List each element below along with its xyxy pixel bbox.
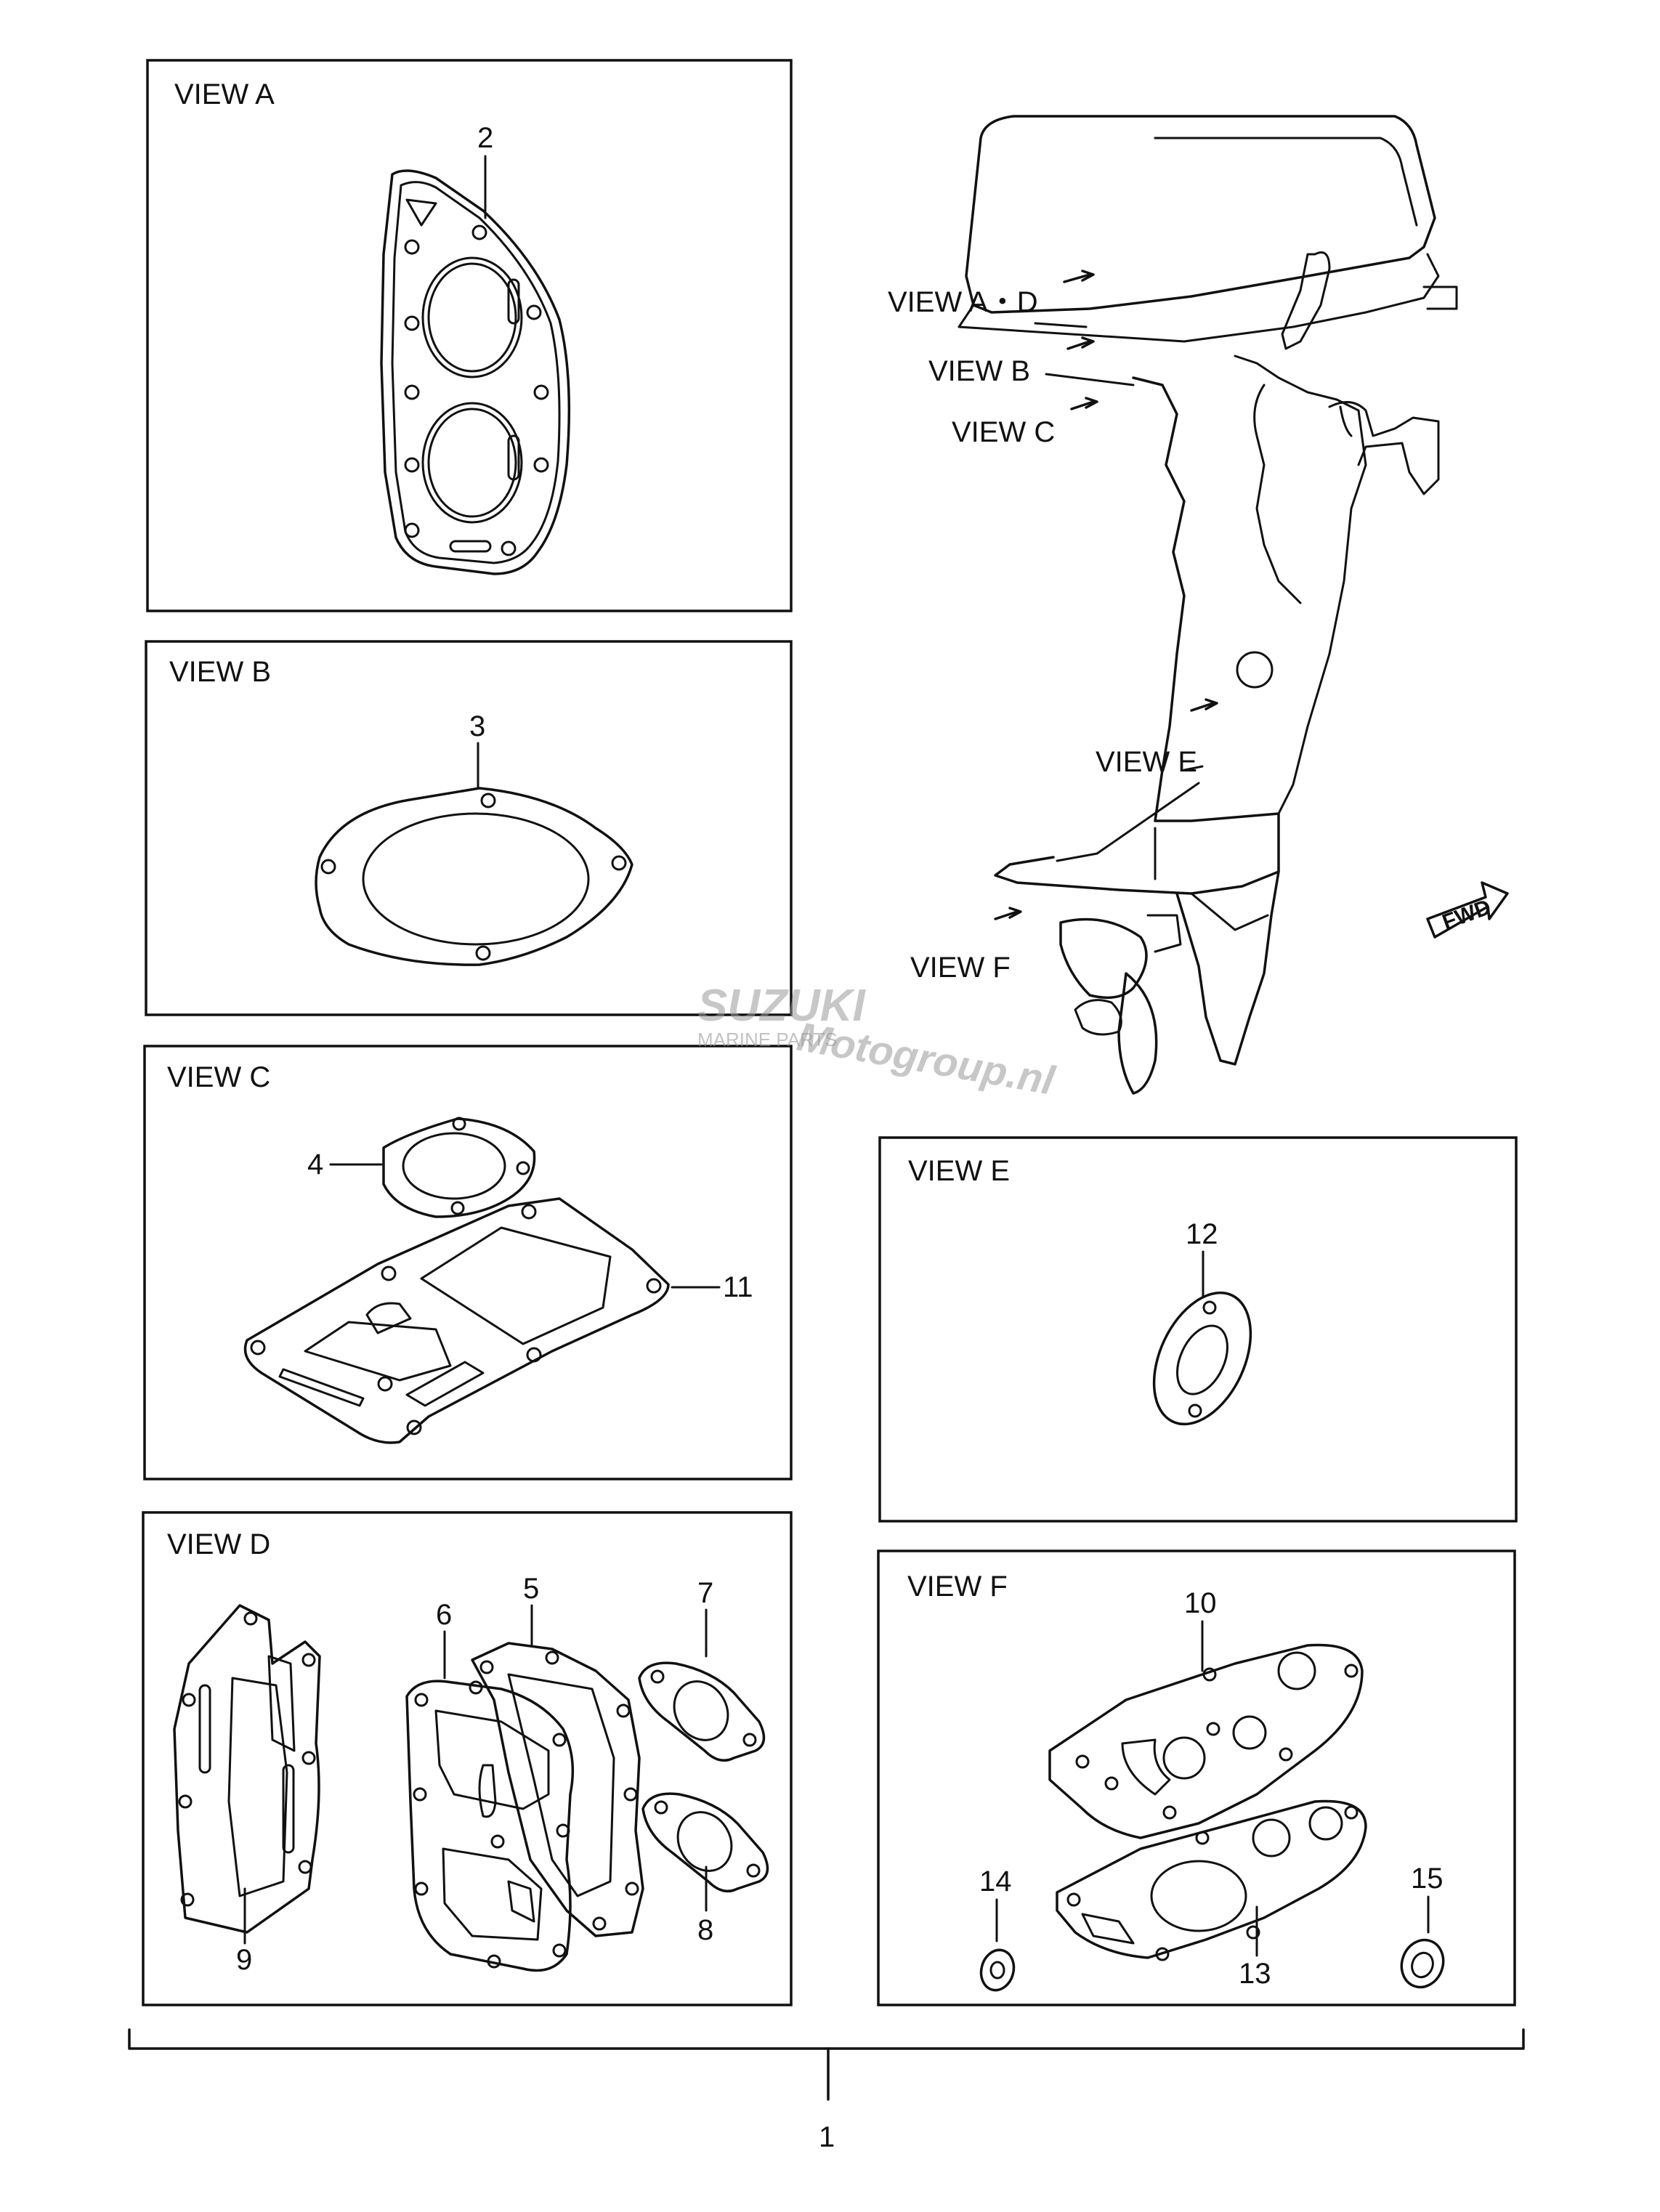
leader-view-ad <box>1034 322 1088 328</box>
arrow-view-ad <box>1063 270 1095 283</box>
seal-15 <box>1400 1938 1445 1989</box>
callout-3: 3 <box>469 710 485 742</box>
callout-13: 13 <box>1239 1958 1271 1990</box>
callout-14: 14 <box>979 1865 1012 1897</box>
arrow-view-f <box>994 907 1022 920</box>
pump-plate-gasket-10 <box>1048 1643 1364 1839</box>
view-c-frame <box>143 1045 793 1480</box>
callout-9: 9 <box>236 1944 252 1976</box>
washer-14 <box>979 1948 1016 1992</box>
view-c-title: VIEW C <box>167 1061 270 1093</box>
small-gasket-4 <box>382 1117 536 1218</box>
plate-gasket-5 <box>471 1642 644 1937</box>
engine-label-view-ad: VIEW A・D <box>888 286 1038 318</box>
view-b-panel: VIEW B 3 <box>145 640 793 1016</box>
outboard-engine <box>957 115 1458 1095</box>
fwd-direction-icon: FWD <box>1426 881 1509 939</box>
base-plate-gasket-11 <box>243 1197 670 1444</box>
arrow-view-e <box>1190 698 1218 712</box>
watermark-logo: SUZUKI MARINE PARTS Motogroup.nl <box>697 981 1058 1103</box>
view-f-title: VIEW F <box>907 1571 1008 1603</box>
view-b-frame <box>145 640 793 1016</box>
arrow-view-b <box>1066 336 1095 350</box>
view-e-frame <box>878 1136 1518 1523</box>
view-e-panel: VIEW E 12 <box>878 1136 1518 1523</box>
engine-label-view-b: VIEW B <box>928 355 1030 387</box>
engine-label-view-f: VIEW F <box>910 952 1011 984</box>
view-b-title: VIEW B <box>169 656 271 688</box>
flange-gasket-7 <box>638 1661 766 1762</box>
leader-view-e <box>1183 765 1204 771</box>
view-d-panel: VIEW D 6 5 7 8 9 <box>142 1511 793 2006</box>
callout-11: 11 <box>723 1271 753 1303</box>
callout-5: 5 <box>523 1573 539 1605</box>
view-a-panel: VIEW A 2 <box>146 59 793 612</box>
callout-12: 12 <box>1186 1218 1218 1250</box>
cover-gasket-9 <box>173 1604 321 1934</box>
fwd-label: FWD <box>1439 895 1494 934</box>
view-a-frame <box>146 59 793 612</box>
callout-10: 10 <box>1184 1587 1217 1619</box>
svg-text:Motogroup.nl: Motogroup.nl <box>794 1013 1059 1103</box>
callout-8: 8 <box>697 1914 713 1946</box>
view-d-title: VIEW D <box>167 1528 270 1560</box>
engine-label-view-c: VIEW C <box>952 416 1055 448</box>
callout-6: 6 <box>436 1599 452 1631</box>
engine-label-view-e: VIEW E <box>1096 746 1197 778</box>
view-f-panel: VIEW F 10 13 <box>877 1549 1516 2006</box>
cylinder-head-gasket <box>380 169 571 575</box>
callout-2: 2 <box>477 122 493 154</box>
callout-1: 1 <box>819 2121 835 2153</box>
svg-text:MARINE PARTS: MARINE PARTS <box>697 1029 838 1050</box>
flange-gasket-8 <box>641 1792 769 1893</box>
leader-view-b <box>1045 373 1135 386</box>
plate-gasket-6 <box>405 1680 575 1972</box>
view-e-title: VIEW E <box>908 1155 1010 1187</box>
cover-gasket <box>315 787 633 966</box>
pump-plate-gasket-13 <box>1056 1799 1367 1961</box>
round-gasket-12 <box>1152 1291 1252 1426</box>
callout-15: 15 <box>1411 1863 1444 1895</box>
leader-view-e-2 <box>1056 782 1200 862</box>
arrow-view-c <box>1070 397 1098 410</box>
view-c-panel: VIEW C 4 11 <box>143 1045 793 1480</box>
callout-4: 4 <box>307 1148 323 1180</box>
view-a-title: VIEW A <box>174 78 275 110</box>
callout-7: 7 <box>697 1577 713 1609</box>
view-f-frame <box>877 1549 1516 2006</box>
view-d-frame <box>142 1511 793 2006</box>
svg-text:SUZUKI: SUZUKI <box>697 981 867 1031</box>
kit-bracket <box>128 2028 1525 2101</box>
